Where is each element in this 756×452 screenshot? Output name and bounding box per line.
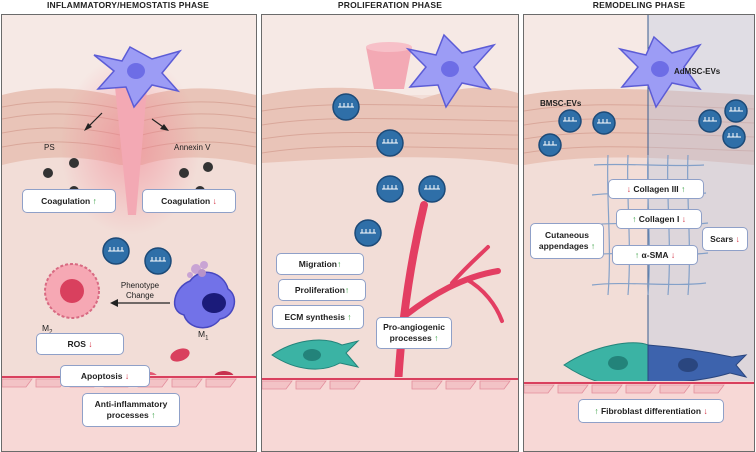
ps-label: PS: [44, 143, 55, 152]
proliferation-panel: Migration↑ Proliferation↑ ECM synthesis …: [261, 14, 519, 452]
fibroblast-differentiation-box: ↑ Fibroblast differentiation ↓: [578, 399, 724, 423]
inflammatory-panel: PS Annexin V Coagulation ↑ Coagulation ↓…: [1, 14, 257, 452]
coagulation-right-box: Coagulation ↓: [142, 189, 236, 213]
cutaneous-appendages-box: Cutaneous appendages ↑: [530, 223, 604, 259]
collagen-iii-box: ↓ Collagen III ↑: [608, 179, 704, 199]
inflammatory-phase-title: INFLAMMATORY/HEMOSTATIS PHASE: [46, 0, 210, 10]
admsc-evs-label: AdMSC-EVs: [674, 67, 721, 76]
ev-vesicle: [102, 237, 130, 265]
scars-box: Scars ↓: [702, 227, 748, 251]
coagulation-left-box: Coagulation ↑: [22, 189, 116, 213]
phenotype-change-label: Phenotype Change: [120, 281, 160, 300]
collagen-i-box: ↑ Collagen I ↓: [616, 209, 702, 229]
inflammatory-illustration: [2, 15, 256, 451]
pro-angiogenic-box: Pro-angiogenic processes ↑: [376, 317, 452, 349]
remodeling-panel: BMSC-EVs AdMSC-EVs ↓ Collagen III ↑ ↑ Co…: [523, 14, 755, 452]
migration-box: Migration↑: [276, 253, 364, 275]
ev-vesicle: [144, 247, 172, 275]
bmsc-evs-label: BMSC-EVs: [540, 99, 582, 108]
annexin-label: Annexin V: [174, 143, 211, 152]
ros-box: ROS ↓: [36, 333, 124, 355]
alpha-sma-box: ↑ α-SMA ↓: [612, 245, 698, 265]
blood-vessel: [394, 201, 504, 389]
m1-label: M1: [198, 329, 209, 342]
ecm-synthesis-box: ECM synthesis ↑: [272, 305, 364, 329]
proliferation-phase-title: PROLIFERATION PHASE: [337, 0, 443, 10]
m2-label: M2: [42, 323, 52, 336]
anti-inflammatory-box: Anti-inflammatory processes ↑: [82, 393, 180, 427]
apoptosis-box: Apoptosis ↓: [60, 365, 150, 387]
proliferation-illustration: [262, 15, 518, 451]
proliferation-box: Proliferation↑: [278, 279, 366, 301]
remodeling-phase-title: REMODELING PHASE: [592, 0, 686, 10]
